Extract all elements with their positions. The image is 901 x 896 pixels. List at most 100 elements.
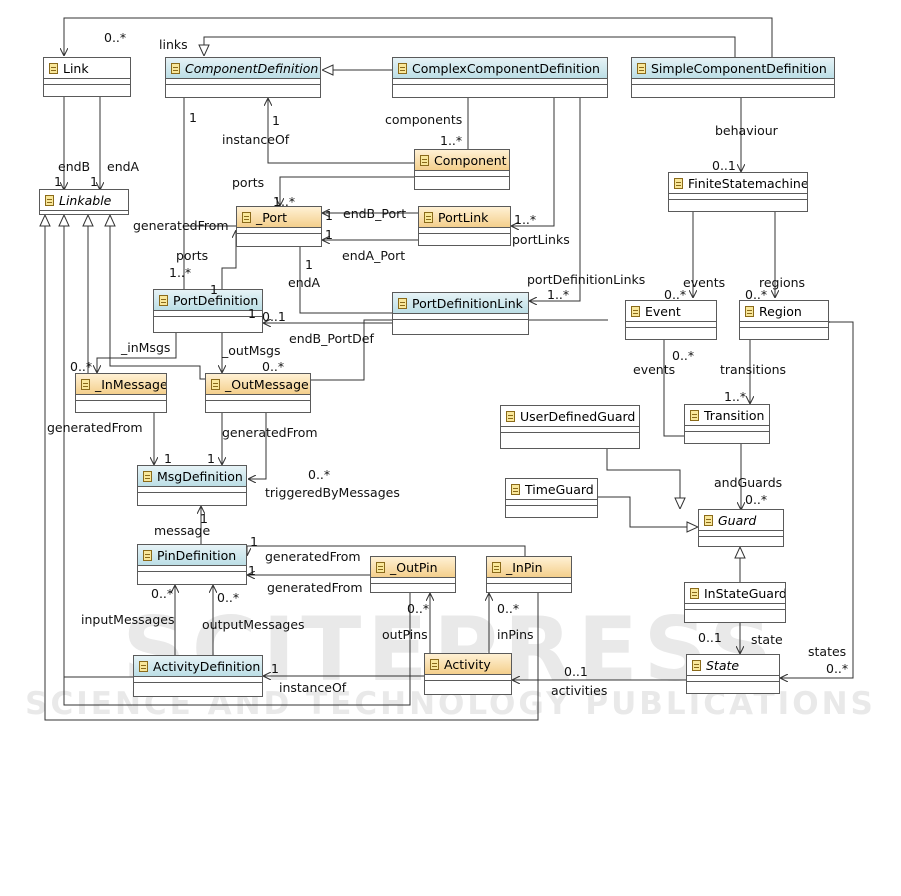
edge-pdl-endA	[300, 238, 392, 314]
class-icon	[376, 561, 385, 573]
class-name: SimpleComponentDefinition	[651, 60, 827, 76]
label-output-multiplicity: 0..*	[217, 590, 240, 605]
class-in-state-guard[interactable]: InStateGuard	[684, 582, 786, 623]
label-regions: regions	[759, 275, 806, 290]
class-name: InStateGuard	[704, 585, 785, 601]
class-port-link[interactable]: PortLink	[418, 206, 511, 246]
class-msg-definition[interactable]: MsgDefinition	[137, 465, 247, 506]
class-link[interactable]: Link	[43, 57, 131, 97]
label-links: links	[159, 37, 188, 52]
class-event[interactable]: Event	[625, 300, 717, 340]
label-events-top-multiplicity: 0..*	[664, 287, 687, 302]
label-msg-one-a: 1	[164, 451, 172, 466]
label-behaviour: behaviour	[715, 123, 778, 138]
class-activity[interactable]: Activity	[424, 653, 512, 695]
edge-transition-events	[664, 328, 684, 437]
class-port-definition-link[interactable]: PortDefinitionLink	[392, 292, 529, 335]
class-name: _OutPin	[390, 559, 438, 575]
label-message: message	[154, 523, 211, 538]
label-pindef-one-b: 1	[248, 563, 256, 578]
class-icon	[674, 177, 683, 189]
label-andGuards-multiplicity: 0..*	[745, 492, 768, 507]
label-generatedFrom-out: generatedFrom	[222, 425, 318, 440]
class-in-pin[interactable]: _InPin	[486, 556, 572, 593]
label-pdl-multiplicity: 0..1	[262, 309, 286, 324]
edge-portdef-ports	[221, 230, 236, 289]
label-pd-one: 1	[248, 306, 256, 321]
class-port[interactable]: _Port	[236, 206, 322, 247]
class-name: PortDefinitionLink	[412, 295, 523, 311]
label-portlink-multiplicity: 1..*	[514, 212, 537, 227]
class-transition[interactable]: Transition	[684, 404, 770, 444]
class-icon	[398, 297, 407, 309]
edge-instanceOf-component	[268, 98, 414, 164]
class-linkable[interactable]: Linkable	[39, 189, 129, 215]
class-guard[interactable]: Guard	[698, 509, 784, 547]
class-name: Guard	[718, 512, 757, 528]
class-simple-component-definition[interactable]: SimpleComponentDefinition	[631, 57, 835, 98]
class-state[interactable]: State	[686, 654, 780, 694]
class-activity-definition[interactable]: ActivityDefinition	[133, 655, 263, 697]
class-name: Activity	[444, 656, 491, 672]
class-out-message[interactable]: _OutMessage	[205, 373, 311, 413]
class-icon	[511, 483, 520, 495]
label-activities-multiplicity: 0..1	[564, 664, 588, 679]
class-finite-statemachine[interactable]: FiniteStatemachine	[668, 172, 808, 212]
class-name: Event	[645, 303, 681, 319]
edge-outpin-linkable	[63, 593, 411, 706]
class-icon	[171, 62, 180, 74]
class-icon	[430, 658, 439, 670]
class-pin-definition[interactable]: PinDefinition	[137, 544, 247, 585]
class-icon	[492, 561, 501, 573]
label-endB-multiplicity: 1	[54, 174, 62, 189]
label-generatedFrom-pin-b: generatedFrom	[267, 580, 363, 595]
label-state-multiplicity: 0..1	[698, 630, 722, 645]
edge-inMsgs	[97, 333, 176, 373]
class-icon	[506, 410, 515, 422]
label-ports-top-multiplicity: 1..*	[273, 194, 296, 209]
class-icon	[398, 62, 407, 74]
label-inpins-multiplicity: 0..*	[497, 601, 520, 616]
class-region[interactable]: Region	[739, 300, 829, 340]
class-time-guard[interactable]: TimeGuard	[505, 478, 598, 518]
label-endB: endB	[58, 159, 91, 174]
edge-inpin-linkable	[45, 215, 539, 721]
label-regions-multiplicity: 0..*	[745, 287, 768, 302]
class-icon	[143, 549, 152, 561]
class-port-definition[interactable]: PortDefinition	[153, 289, 263, 333]
class-out-pin[interactable]: _OutPin	[370, 556, 456, 593]
class-name: FiniteStatemachine	[688, 175, 807, 191]
class-in-message[interactable]: _InMessage	[75, 373, 167, 413]
class-icon	[81, 378, 90, 390]
label-instanceOf-act: instanceOf	[279, 680, 347, 695]
label-generatedFrom-port: generatedFrom	[133, 218, 229, 233]
class-name: Link	[63, 60, 89, 76]
edge-simple-generalization	[204, 36, 736, 57]
class-name: MsgDefinition	[157, 468, 243, 484]
class-name: Component	[434, 152, 507, 168]
class-name: PortDefinition	[173, 292, 259, 308]
class-name: Region	[759, 303, 802, 319]
class-icon	[690, 409, 699, 421]
label-inMsgs: _inMsgs	[121, 340, 171, 355]
edge-portDefinitionLinks	[529, 81, 580, 301]
class-name: _OutMessage	[225, 376, 309, 392]
class-icon	[49, 62, 58, 74]
class-user-defined-guard[interactable]: UserDefinedGuard	[500, 405, 640, 449]
label-outpins-multiplicity: 0..*	[407, 601, 430, 616]
label-endA-port: endA_Port	[342, 248, 406, 263]
class-icon	[704, 514, 713, 526]
label-generatedFrom-pin-a: generatedFrom	[265, 549, 361, 564]
label-states: states	[808, 644, 847, 659]
class-name: _InPin	[506, 559, 543, 575]
class-complex-component-definition[interactable]: ComplexComponentDefinition	[392, 57, 608, 98]
label-transitions-multiplicity: 1..*	[724, 389, 747, 404]
edge-states	[780, 322, 854, 678]
label-endA-multiplicity: 1	[90, 174, 98, 189]
class-component-definition[interactable]: ComponentDefinition	[165, 57, 321, 98]
label-links-multiplicity: 0..*	[104, 30, 127, 45]
class-component[interactable]: Component	[414, 149, 510, 190]
edge-inpin-generatedFrom	[247, 545, 526, 558]
label-components: components	[385, 112, 463, 127]
class-icon	[690, 587, 699, 599]
